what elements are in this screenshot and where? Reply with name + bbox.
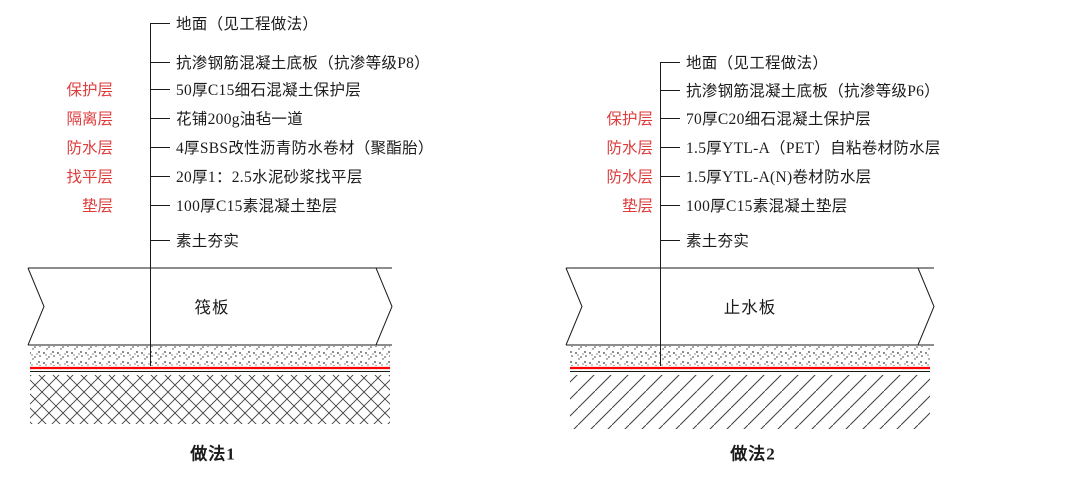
callout-ground-2: 地面（见工程做法） [660, 51, 828, 73]
layer-tag-waterproof-a-2: 防水层 [606, 140, 653, 157]
compacted-earth-hatch-1 [30, 375, 390, 424]
callout-screed-1: 20厚1：2.5水泥砂浆找平层 [150, 165, 363, 187]
callout-cushion-1: 100厚C15素混凝土垫层 [150, 194, 338, 216]
callout-slab-1: 抗渗钢筋混凝土底板（抗渗等级P8） [150, 51, 430, 73]
slab-label-1: 筏板 [194, 298, 230, 317]
caption-method-2: 做法2 [730, 444, 776, 464]
leader-tick [660, 204, 680, 206]
break-symbol-right-1 [375, 267, 393, 346]
leader-line-1 [150, 23, 151, 366]
caption-method-1: 做法1 [190, 444, 236, 464]
leader-tick [150, 175, 170, 177]
compacted-earth-hatch-2 [570, 375, 930, 429]
break-symbol-right-2 [917, 267, 935, 346]
leader-tick [150, 146, 170, 148]
callout-waterproof-n-2: 1.5厚YTL-A(N)卷材防水层 [660, 165, 871, 187]
leader-tick [150, 117, 170, 119]
leader-tick [150, 239, 170, 241]
callout-isolation-1: 花铺200g油毡一道 [150, 107, 303, 129]
callout-waterproof-1: 4厚SBS改性沥青防水卷材（聚酯胎） [150, 136, 434, 158]
layer-tag-protection-2: 保护层 [606, 111, 653, 128]
layer-tag-cushion-2: 垫层 [621, 198, 653, 215]
leader-line-2 [660, 62, 661, 366]
layer-tag-waterproof-1: 防水层 [66, 140, 113, 157]
leader-tick [150, 61, 170, 63]
leader-tick [660, 117, 680, 119]
leader-tick [660, 61, 680, 63]
callout-protection-2: 70厚C20细石混凝土保护层 [660, 107, 871, 129]
leader-tick [660, 89, 680, 91]
layer-tag-waterproof-b-2: 防水层 [606, 169, 653, 186]
callout-cushion-2: 100厚C15素混凝土垫层 [660, 194, 848, 216]
leader-tick [150, 204, 170, 206]
callout-earth-1: 素土夯实 [150, 229, 239, 251]
leader-tick [660, 239, 680, 241]
callout-waterproof-pet-2: 1.5厚YTL-A（PET）自粘卷材防水层 [660, 136, 941, 158]
protective-concrete-stipple-1 [30, 346, 390, 366]
leader-tick [660, 146, 680, 148]
leader-tick [660, 175, 680, 177]
protective-concrete-stipple-2 [570, 346, 930, 366]
callout-slab-2: 抗渗钢筋混凝土底板（抗渗等级P6） [660, 79, 940, 101]
callout-earth-2: 素土夯实 [660, 229, 749, 251]
layer-tag-protection-1: 保护层 [66, 82, 113, 99]
break-symbol-left-1 [27, 267, 45, 346]
slab-label-2: 止水板 [723, 298, 777, 317]
callout-protection-1: 50厚C15细石混凝土保护层 [150, 78, 361, 100]
leader-tick [150, 22, 170, 24]
callout-ground-1: 地面（见工程做法） [150, 12, 318, 34]
layer-tag-screed-1: 找平层 [66, 169, 113, 186]
break-symbol-left-2 [565, 267, 583, 346]
layer-tag-cushion-1: 垫层 [81, 198, 113, 215]
layer-tag-isolation-1: 隔离层 [66, 111, 113, 128]
slab-outline-method1 [27, 267, 393, 346]
slab-outline-method2 [565, 267, 935, 346]
leader-tick [150, 88, 170, 90]
